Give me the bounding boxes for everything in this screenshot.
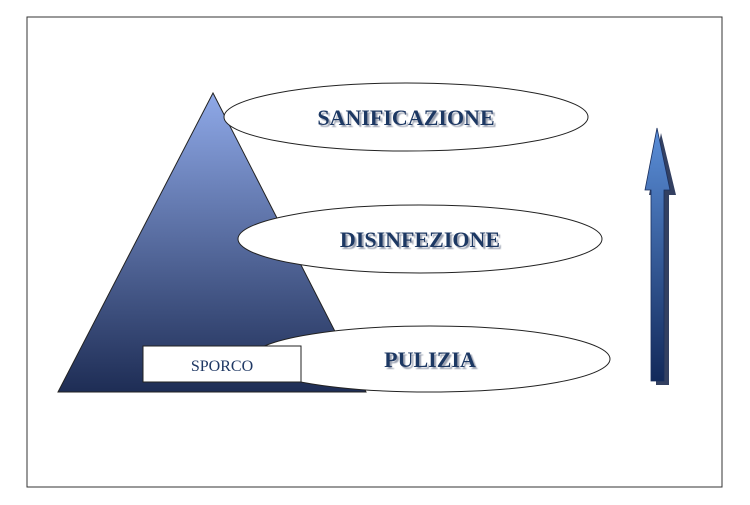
level-pulizia: PULIZIA xyxy=(249,325,611,393)
level-disinfezione: DISINFEZIONE xyxy=(237,204,603,274)
arrow-body xyxy=(644,127,671,382)
base-box-label: SPORCO xyxy=(191,358,253,375)
level-label: SANIFICAZIONE xyxy=(317,105,494,130)
level-ellipse xyxy=(223,82,589,152)
base-box-sporco: SPORCO xyxy=(142,345,302,383)
arrow-up-icon xyxy=(644,127,676,385)
base-box xyxy=(142,345,302,383)
level-label: PULIZIA xyxy=(384,347,476,372)
level-sanificazione: SANIFICAZIONE xyxy=(223,82,589,152)
level-ellipse xyxy=(237,204,603,274)
level-label: DISINFEZIONE xyxy=(340,227,500,252)
